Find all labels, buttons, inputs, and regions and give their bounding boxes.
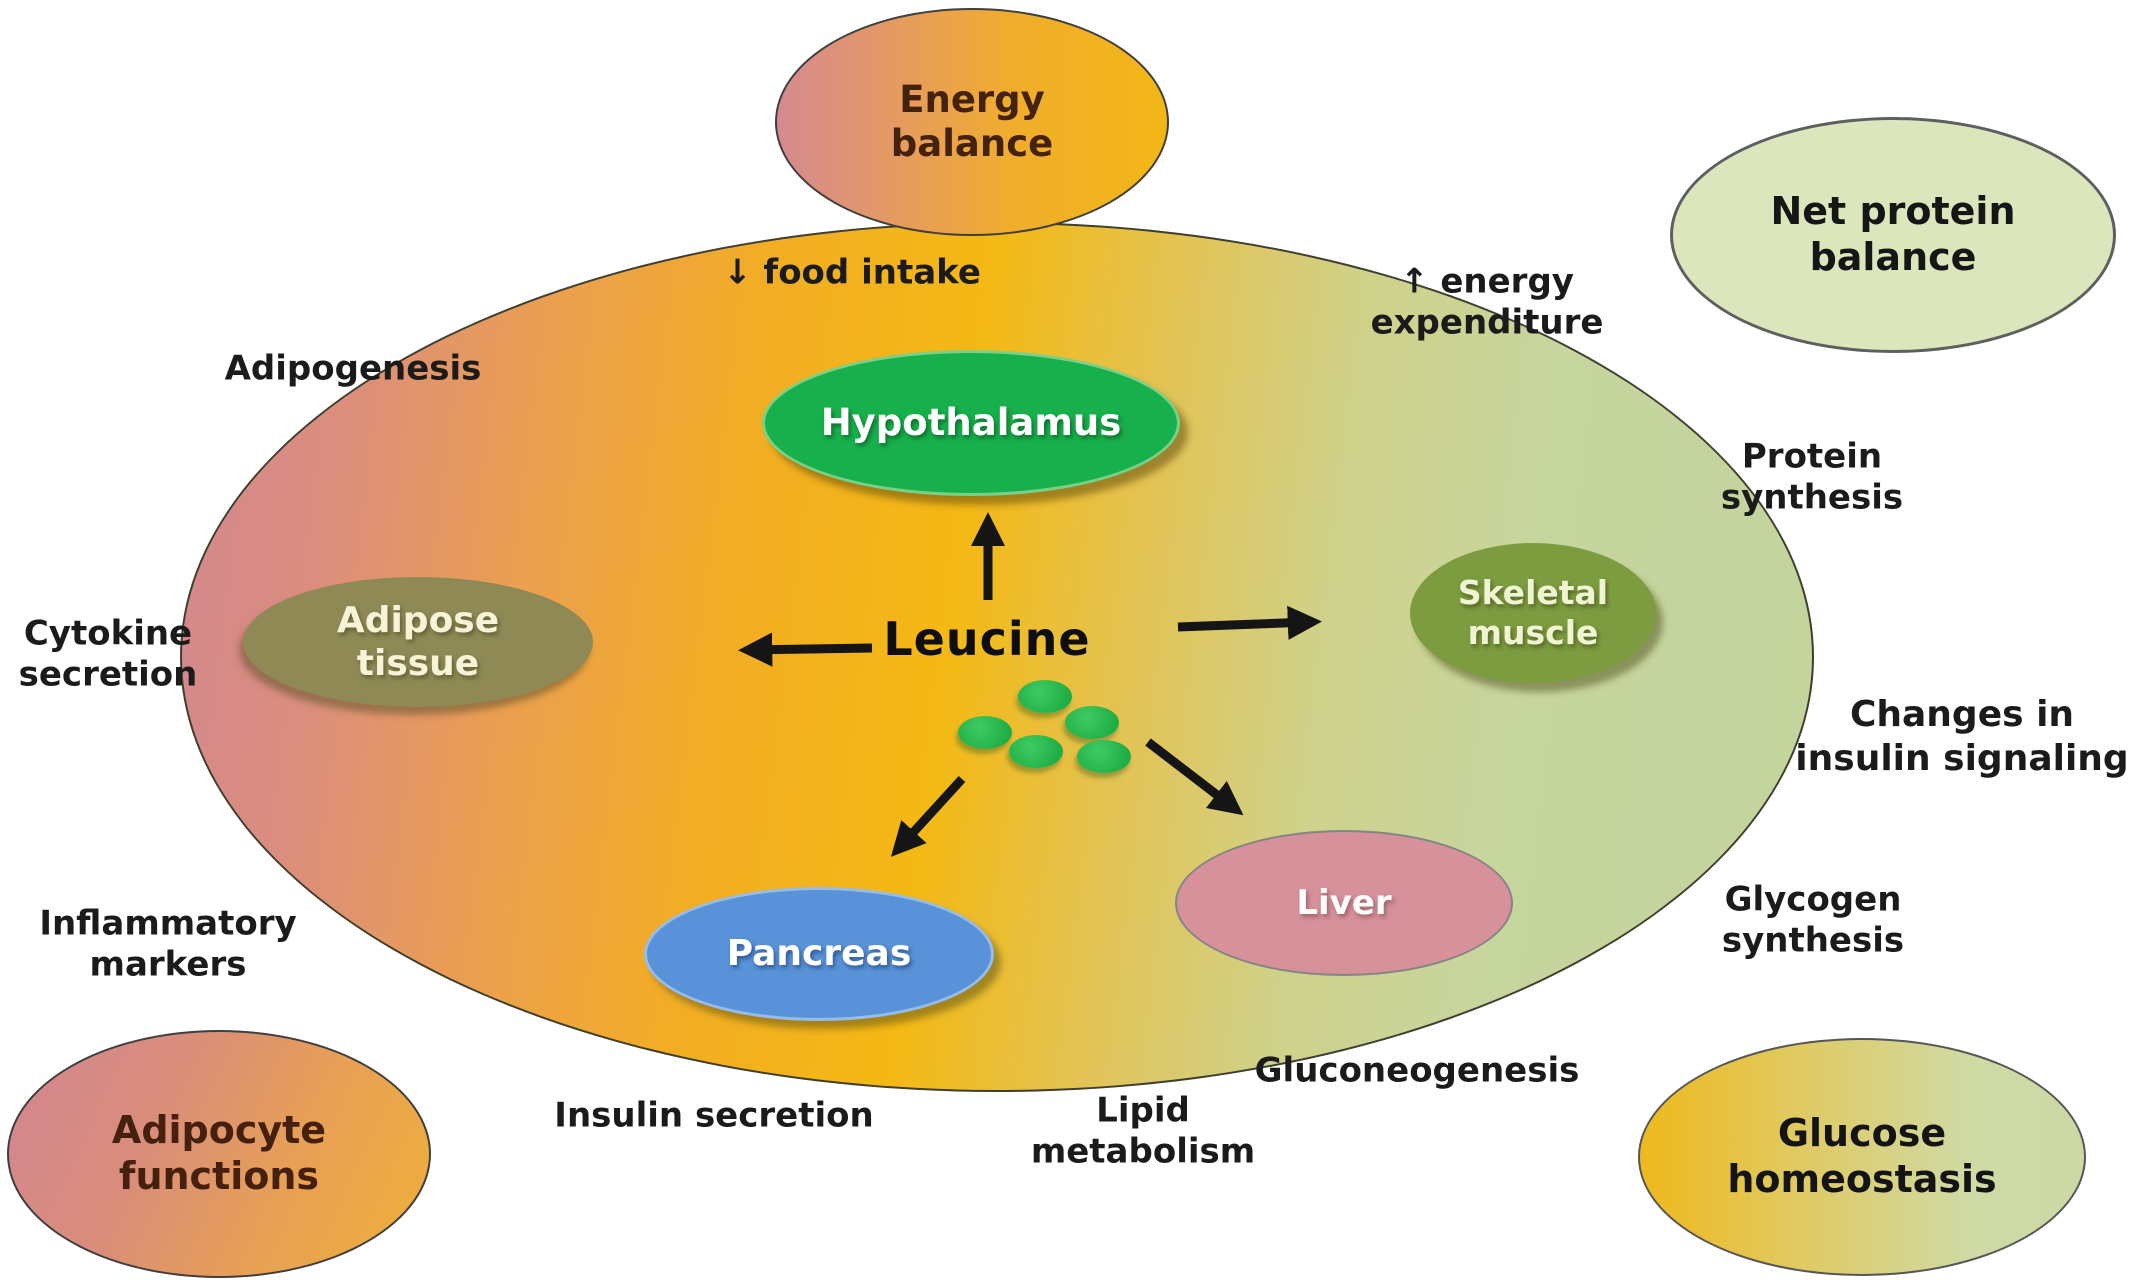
organ-hypothalamus: Hypothalamus — [762, 350, 1180, 496]
organ-label: Adipose — [336, 599, 500, 641]
label-lipid-metabolism: Lipid metabolism — [1030, 1090, 1256, 1172]
label-insulin-secretion: Insulin secretion — [554, 1095, 874, 1136]
outcome-glucose-homeostasis: Glucose homeostasis — [1638, 1038, 2086, 1276]
label-glycogen-synthesis: Glycogen synthesis — [1721, 879, 1905, 961]
label-cytokine-secretion: Cytokine secretion — [18, 613, 198, 695]
outcome-label: balance — [890, 122, 1054, 165]
label-protein-synthesis: Protein synthesis — [1720, 436, 1904, 518]
organ-skeletal-muscle: Skeletal muscle — [1410, 543, 1656, 683]
organ-label: Pancreas — [726, 933, 912, 975]
outcome-adipocyte-functions: Adipocyte functions — [7, 1030, 431, 1278]
organ-pancreas: Pancreas — [644, 887, 994, 1021]
label-changes-in-insulin-signaling: Changes in insulin signaling — [1795, 694, 2129, 779]
outcome-label: functions — [118, 1154, 320, 1198]
leucine-dot-icon — [1009, 735, 1063, 768]
outcome-label: balance — [1809, 235, 1977, 279]
outcome-label: Adipocyte — [111, 1108, 327, 1153]
organ-label: muscle — [1467, 613, 1599, 652]
leucine-dot-icon — [1065, 706, 1119, 739]
outcome-label: Energy — [899, 77, 1045, 121]
outcome-energy-balance: Energy balance — [775, 8, 1169, 236]
organ-label: Hypothalamus — [820, 400, 1122, 444]
outcome-label: Net protein — [1770, 189, 2016, 234]
leucine-title: Leucine — [883, 611, 1091, 666]
leucine-dot-icon — [958, 716, 1012, 749]
label-adipogenesis: Adipogenesis — [224, 348, 482, 389]
label-inflammatory-markers: Inflammatory markers — [39, 903, 297, 985]
organ-label: Skeletal — [1457, 573, 1609, 613]
organ-adipose-tissue: Adipose tissue — [243, 577, 593, 707]
outcome-label: homeostasis — [1727, 1157, 1997, 1201]
outcome-label: Glucose — [1777, 1111, 1947, 1156]
label-energy-expenditure: ↑ energy expenditure — [1370, 261, 1604, 343]
leucine-dot-icon — [1077, 740, 1131, 773]
outcome-net-protein-balance: Net protein balance — [1670, 117, 2116, 353]
organ-label: Liver — [1296, 882, 1392, 923]
organ-liver: Liver — [1175, 830, 1513, 976]
label-gluconeogenesis: Gluconeogenesis — [1254, 1050, 1580, 1091]
leucine-dot-icon — [1018, 680, 1072, 713]
organ-label: tissue — [356, 643, 480, 684]
label-food-intake: ↓ food intake — [723, 252, 981, 293]
